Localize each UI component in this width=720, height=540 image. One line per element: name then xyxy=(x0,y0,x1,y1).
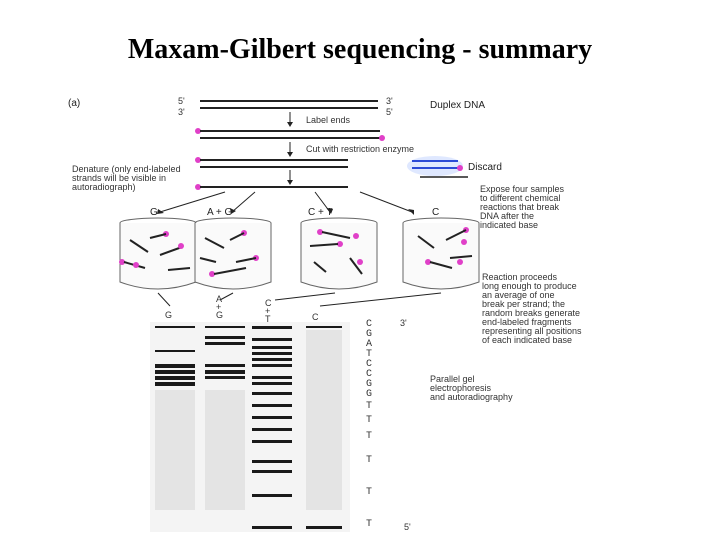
sequence-letter: T xyxy=(366,401,372,412)
tube-c-plus-t xyxy=(300,217,378,290)
gel-band xyxy=(205,364,245,367)
sequence-letter: G xyxy=(366,329,372,340)
sequence-letter: T xyxy=(366,431,372,442)
labeled-duplex xyxy=(195,128,385,141)
single-strand-label-dot xyxy=(195,184,201,190)
gel-band xyxy=(205,326,245,328)
tube-label-a-plus-g: A + G xyxy=(207,207,233,218)
gel-band xyxy=(252,460,292,463)
lane-label-c: C xyxy=(312,312,319,322)
duplex-dna: 5' 3' 3' 5' Duplex DNA xyxy=(178,96,485,117)
panel-label: (a) xyxy=(68,98,80,109)
tube-label-g: G xyxy=(150,207,158,218)
gel-band xyxy=(252,346,292,349)
gel-band xyxy=(252,440,292,443)
gel-band xyxy=(252,358,292,361)
step-expose: Expose four samples to different chemica… xyxy=(480,184,567,230)
strand-end-label: 3' xyxy=(178,107,185,117)
gel-band xyxy=(306,526,342,529)
gel-band xyxy=(155,350,195,352)
branch-arrows xyxy=(159,191,413,213)
gel-band xyxy=(252,364,292,367)
lane-label-c-plus-t: C+T xyxy=(265,298,272,324)
gel-band xyxy=(205,370,245,374)
gel-band xyxy=(252,494,292,497)
step-reaction: Reaction proceeds long enough to produce… xyxy=(482,272,584,345)
gel-band xyxy=(252,382,292,385)
strand-end-label: 5' xyxy=(386,107,393,117)
lane-label-g: G xyxy=(165,310,172,320)
tube-c xyxy=(402,217,480,290)
strand-end-label: 5' xyxy=(178,96,185,106)
sequence-letter: A xyxy=(366,339,372,350)
gel-band xyxy=(155,326,195,328)
gel-smear xyxy=(155,390,195,510)
gel-band xyxy=(306,326,342,328)
lane-label-a-plus-g: A+G xyxy=(216,294,223,320)
tube-label-c: C xyxy=(432,207,439,218)
gel-band xyxy=(252,470,292,473)
sequence-letter: G xyxy=(366,389,372,400)
page-title: Maxam-Gilbert sequencing - summary xyxy=(127,34,593,65)
gel-band xyxy=(252,376,292,379)
sequence-letter: T xyxy=(366,519,372,530)
strand-end-label: 3' xyxy=(386,96,393,106)
cut-duplex xyxy=(195,157,348,168)
gel-band xyxy=(205,342,245,345)
tube-a-plus-g xyxy=(194,217,272,290)
gel-band xyxy=(252,526,292,529)
gel-band xyxy=(155,370,195,374)
gel-band xyxy=(155,382,195,386)
sequence-letter: C xyxy=(366,369,372,380)
gel-bands xyxy=(155,326,342,529)
sequence-letter: T xyxy=(366,349,372,360)
step-gel: Parallel gel electrophoresis and autorad… xyxy=(430,374,513,402)
gel-smear xyxy=(306,330,342,510)
sequence-letter: C xyxy=(366,359,372,370)
gel-band xyxy=(205,376,245,379)
step-denature: Denature (only end-labeled strands will … xyxy=(72,164,183,192)
gel-band xyxy=(252,338,292,341)
step-duplex-label: Duplex DNA xyxy=(430,100,485,111)
step-label-ends: Label ends xyxy=(306,115,351,125)
gel-band xyxy=(155,376,195,380)
tube-g xyxy=(119,217,197,290)
gel-band xyxy=(252,404,292,407)
discard-fragment: Discard xyxy=(407,156,502,178)
sequence-letter: T xyxy=(366,487,372,498)
tube-to-gel-arrows xyxy=(157,292,442,307)
gel-band xyxy=(252,326,292,329)
gel-band xyxy=(252,392,292,395)
sequence-letter: C xyxy=(366,319,372,330)
gel-band xyxy=(205,336,245,339)
gel-band xyxy=(252,428,292,431)
gel-smear xyxy=(205,390,245,510)
gel-top-end: 3' xyxy=(400,318,407,328)
gel-bottom-end: 5' xyxy=(404,522,411,532)
step-cut: Cut with restriction enzyme xyxy=(306,144,414,154)
gel-band xyxy=(155,364,195,368)
sequence-letter: G xyxy=(366,379,372,390)
tube-label-c-plus-t: C + T xyxy=(308,207,333,218)
sequence-letter: T xyxy=(366,415,372,426)
step-discard: Discard xyxy=(468,162,502,173)
sequence-letter: T xyxy=(366,455,372,466)
gel-band xyxy=(252,416,292,419)
gel-band xyxy=(252,352,292,355)
